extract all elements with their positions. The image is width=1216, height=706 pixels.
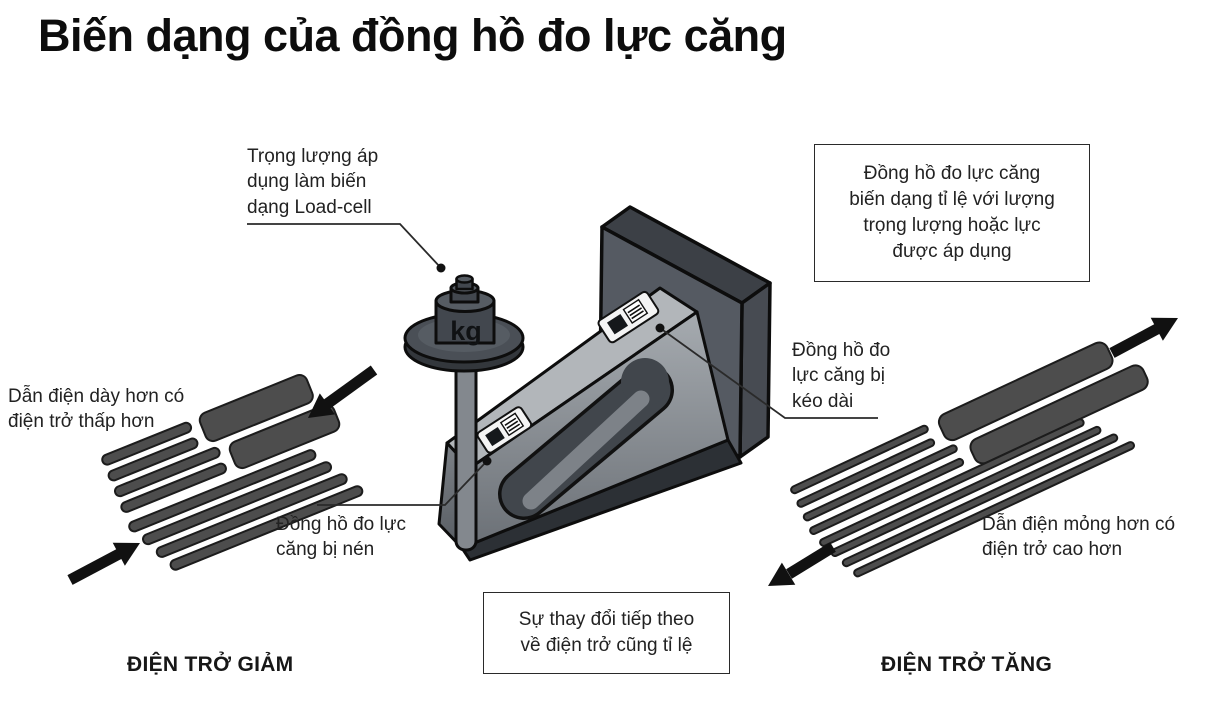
label-weight-applied: Trọng lượng áp dụng làm biến dạng Load-c… xyxy=(247,146,379,218)
resistance-change-box: Sự thay đổi tiếp theo về điện trở cũng t… xyxy=(483,592,730,674)
tension-arrow-bottom-icon xyxy=(768,542,836,586)
caption-resistance-decrease: ĐIỆN TRỞ GIẢM xyxy=(127,653,294,676)
caption-resistance-increase: ĐIỆN TRỞ TĂNG xyxy=(881,653,1053,676)
weight-kg-label: kg xyxy=(450,316,482,346)
label-compressed-gauge: Đồng hồ đo lực căng bị nén xyxy=(276,514,406,561)
leader-dot xyxy=(482,456,492,466)
label-thicker-conductor: Dẫn điện dày hơn có điện trở thấp hơn xyxy=(8,386,185,433)
strain-gauge-foil-compressed xyxy=(101,374,364,571)
proportional-deformation-box: Đồng hồ đo lực căng biến dạng tỉ lệ với … xyxy=(814,144,1090,282)
leader-dot xyxy=(655,323,665,333)
compression-arrow-top-icon xyxy=(308,365,378,418)
weight-knob xyxy=(449,274,480,304)
foil-pad xyxy=(937,341,1114,442)
label-stretched-gauge: Đồng hồ đo lực căng bị kéo dài xyxy=(792,340,891,412)
foil-pad xyxy=(228,403,341,470)
strain-gauge-chip-compressed xyxy=(476,406,533,454)
weight-assembly: kg xyxy=(403,274,525,552)
wall-plate-side-face xyxy=(738,281,772,459)
tension-arrow-top-icon xyxy=(1109,317,1178,358)
compression-arrow-bottom-icon xyxy=(67,542,140,585)
leader-compressed-label xyxy=(317,460,488,506)
beam-cutout xyxy=(498,358,674,520)
leader-weight-label xyxy=(247,223,442,269)
strain-gauge-foil-stretched xyxy=(790,341,1149,578)
strain-gauge-chip-stretched xyxy=(597,290,660,344)
leader-dot xyxy=(436,263,446,273)
page-title: Biến dạng của đồng hồ đo lực căng xyxy=(38,10,787,61)
label-thinner-conductor: Dẫn điện mỏng hơn có điện trở cao hơn xyxy=(982,514,1176,561)
foil-pad xyxy=(198,374,314,443)
leader-stretched-label xyxy=(659,327,878,419)
